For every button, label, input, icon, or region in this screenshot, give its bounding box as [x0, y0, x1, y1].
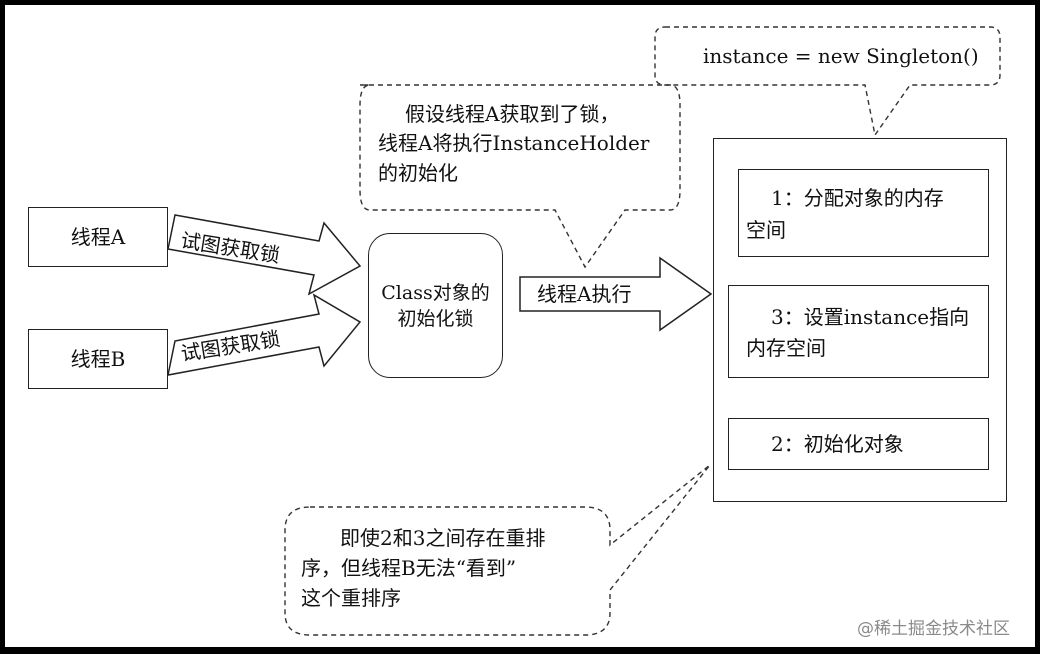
bubble-top-outline: [359, 84, 681, 269]
bubble-top-line1: 假设线程A获取到了锁，: [405, 102, 620, 126]
arrow-execute: [519, 256, 713, 332]
connector-layer: [167, 26, 1001, 636]
step-1-box: [738, 169, 989, 257]
bubble-bottom-line3: 这个重排序: [301, 586, 401, 610]
exec-arrow-label: 线程A执行: [537, 282, 632, 306]
bubble-instance-text: instance = new Singleton(): [703, 44, 979, 68]
bubble-bottom-outline: [284, 464, 711, 636]
bubble-bottom-line2: 序，但线程B无法“看到”: [301, 556, 517, 580]
thread-b-box: 线程B: [28, 329, 168, 389]
step-2-text: 2：初始化对象: [771, 432, 904, 456]
step-3-line1: 3：设置instance指向: [771, 305, 970, 329]
bubble-top-line2: 线程A将执行InstanceHolder: [378, 131, 650, 155]
bubble-instance-outline: [654, 26, 1001, 137]
lock-label-line1: Class对象的: [381, 281, 490, 304]
step-1-line2: 空间: [746, 218, 786, 242]
arrow-thread-a: [167, 214, 362, 296]
lock-label-line2: 初始化锁: [397, 307, 474, 330]
bubble-top-line3: 的初始化: [378, 161, 458, 185]
thread-a-label: 线程A: [70, 225, 126, 249]
bubble-bottom-line1: 即使2和3之间存在重排: [340, 526, 546, 550]
step-3-line2: 内存空间: [746, 336, 826, 360]
step-3-box: [728, 285, 989, 378]
arrow-thread-b: [167, 293, 362, 376]
diagram-canvas: 线程A 线程B 试图获取锁 试图获取锁 Class对象的 初始化锁 线程A执行 …: [5, 5, 1035, 647]
step-2-box: [728, 418, 989, 470]
step-1-line1: 1：分配对象的内存: [771, 186, 944, 210]
class-lock-box: Class对象的 初始化锁: [368, 233, 503, 378]
watermark: @稀土掘金技术社区: [857, 619, 1010, 639]
thread-a-box: 线程A: [28, 207, 168, 267]
thread-b-label: 线程B: [70, 347, 126, 371]
